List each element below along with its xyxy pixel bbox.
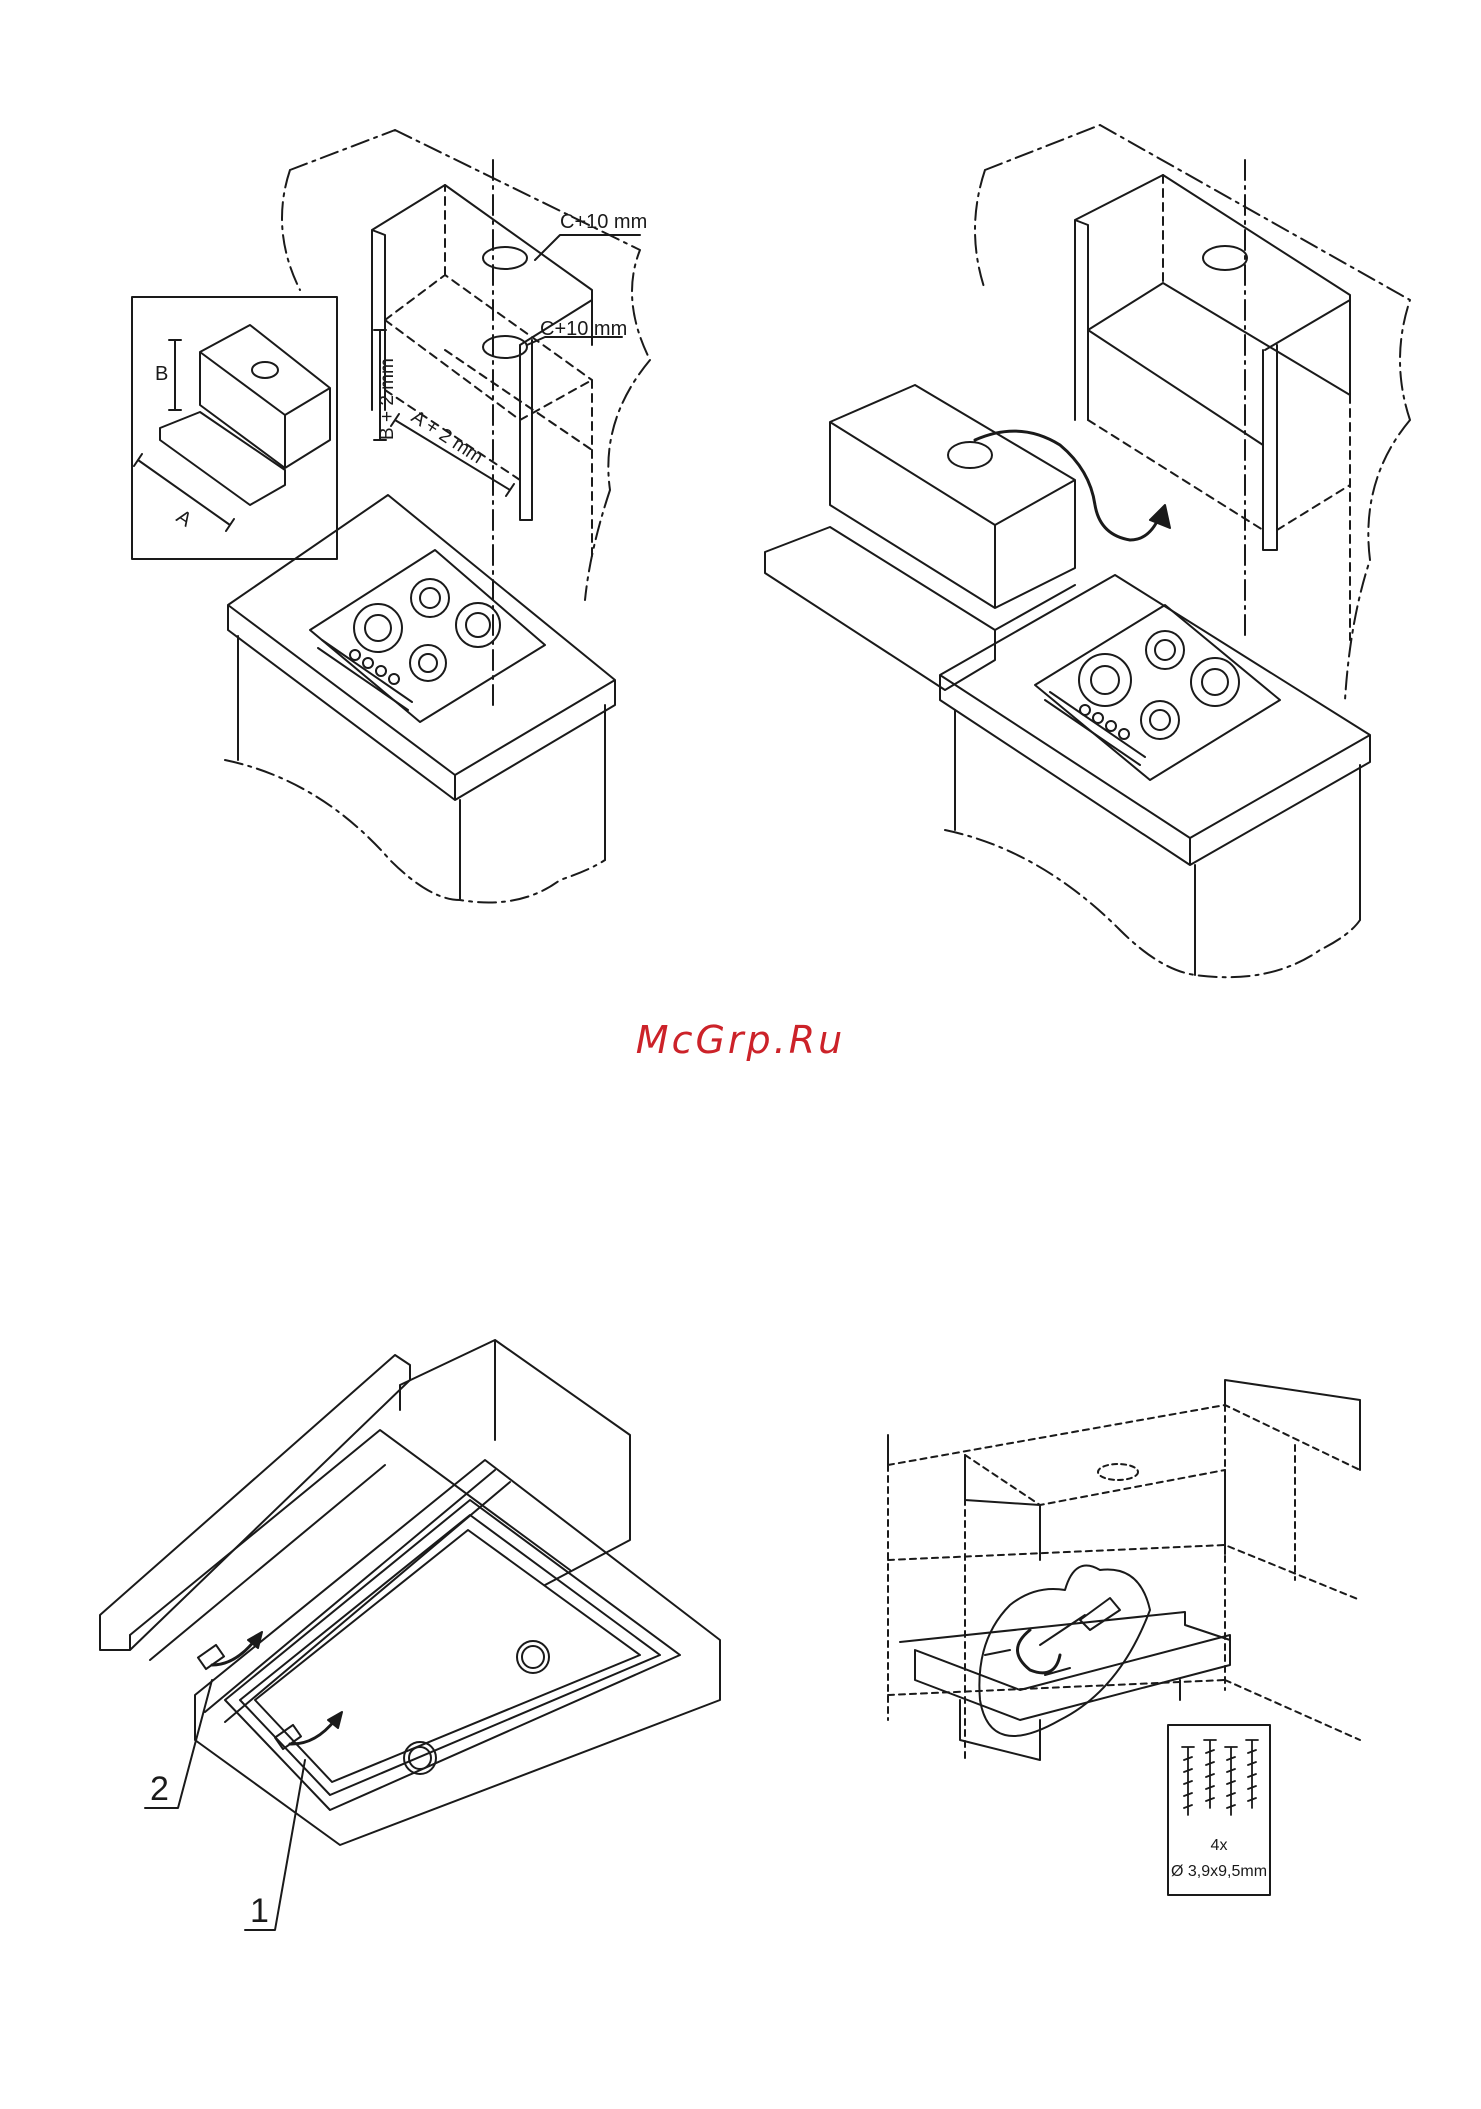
dimension-a-plus — [391, 414, 514, 496]
hob-knob — [1106, 721, 1116, 731]
inset-dim-b — [169, 340, 181, 410]
insert-arrow-head — [1150, 505, 1170, 528]
insert-arrow — [975, 431, 1160, 540]
inset-hood-hole — [252, 362, 278, 378]
dimension-label-c-lower: C+10 mm — [540, 318, 627, 340]
countertop — [228, 495, 615, 800]
hob-burner — [466, 613, 490, 637]
figure-fixing-screws — [888, 1380, 1360, 1895]
hob-burner — [1141, 701, 1179, 739]
hob-knob — [1093, 713, 1103, 723]
hob-burner — [1202, 669, 1228, 695]
screw-icon — [1246, 1740, 1258, 1808]
hob-burner — [1146, 631, 1184, 669]
hob-knob — [1080, 705, 1090, 715]
filter-divider — [205, 1470, 510, 1722]
hood-outlet — [948, 442, 992, 468]
hob-burner — [1150, 710, 1170, 730]
cabinet-dashed — [888, 1405, 1360, 1760]
figure-measuring-cabinet — [132, 130, 650, 903]
hob-knob — [389, 674, 399, 684]
hood-visor — [900, 1612, 1230, 1642]
hob-knob — [1119, 729, 1129, 739]
inset-hood-body — [200, 325, 330, 468]
screw-spec-label: Ø 3,9x9,5mm — [1171, 1863, 1267, 1880]
dimension-label-b-plus: B + 2 mm — [377, 358, 398, 440]
hob-burner — [1155, 640, 1175, 660]
leader-c-upper — [535, 235, 640, 260]
screwdriver — [1040, 1598, 1120, 1645]
hood-frame-inner — [225, 1500, 680, 1810]
callout-label-2: 2 — [150, 1770, 169, 1808]
hob-burner — [420, 588, 440, 608]
screw-count-label: 4x — [1211, 1837, 1228, 1854]
visor-side — [130, 1430, 570, 1660]
watermark-text: McGrp.Ru — [0, 1018, 1481, 1062]
duct-hole — [1098, 1464, 1138, 1480]
hob-burner — [1191, 658, 1239, 706]
hob-knob — [376, 666, 386, 676]
hob-burner — [411, 579, 449, 617]
light-lens — [409, 1747, 431, 1769]
duct-hole-upper — [483, 247, 527, 269]
hidden-edges — [385, 185, 592, 560]
hob-burner — [419, 654, 437, 672]
hob — [1035, 605, 1280, 780]
base-floor-outline — [945, 830, 1360, 977]
upper-cabinet — [1075, 175, 1350, 550]
hob-burner — [410, 645, 446, 681]
hood-body — [915, 1635, 1230, 1760]
inset-label-a: A — [172, 506, 196, 532]
callout-label-1: 1 — [250, 1892, 269, 1930]
inset-label-b: B — [155, 363, 168, 385]
hob-burner — [1079, 654, 1131, 706]
base-cabinet — [238, 636, 605, 900]
countertop — [940, 575, 1370, 865]
hob-burner — [365, 615, 391, 641]
dimension-label-c-upper: C+10 mm — [560, 211, 647, 233]
figure-inserting-hood — [765, 125, 1410, 977]
cabinet-solid — [888, 1380, 1360, 1560]
screw-icons — [1182, 1740, 1258, 1815]
inset-hood-visor — [160, 412, 285, 505]
hob-knob — [363, 658, 373, 668]
dimension-label-a-plus: A + 2 mm — [407, 407, 486, 469]
screw-icon — [1225, 1747, 1237, 1815]
hob-burner — [1091, 666, 1119, 694]
hob-knob — [350, 650, 360, 660]
light-lens — [522, 1646, 544, 1668]
screw-icon — [1182, 1747, 1194, 1815]
wall-outline — [975, 125, 1410, 700]
duct-hole — [1203, 246, 1247, 270]
screw-icon — [1204, 1740, 1216, 1808]
hob — [310, 550, 545, 722]
hood-body — [830, 385, 1075, 608]
base-floor-outline — [225, 760, 605, 903]
hood-visor — [765, 527, 1075, 690]
hob-burner — [354, 604, 402, 652]
figure-hood-underside — [100, 1340, 720, 1930]
